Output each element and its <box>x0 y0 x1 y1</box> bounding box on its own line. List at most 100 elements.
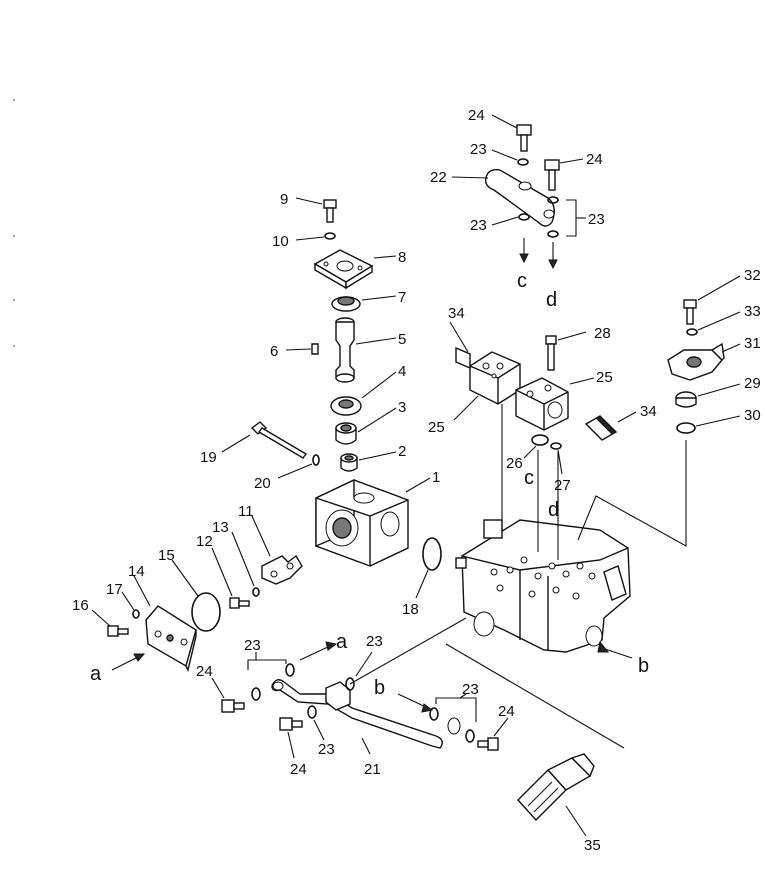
callout-33: 33 <box>744 303 761 320</box>
callout-32: 32 <box>744 267 761 284</box>
o-ring-26 <box>531 434 549 446</box>
callout-13: 13 <box>212 519 229 536</box>
plug-29 <box>675 391 697 408</box>
ref-d: d <box>548 499 559 521</box>
callout-24: 24 <box>468 107 485 124</box>
relief-valve-31 <box>667 342 725 381</box>
washer-17 <box>132 609 140 619</box>
tube-21 <box>271 679 461 749</box>
callout-31: 31 <box>744 335 761 352</box>
ref-c: c <box>524 467 534 489</box>
callout-5: 5 <box>398 331 406 348</box>
callout-2: 2 <box>398 443 406 460</box>
ref-c: c <box>517 270 527 292</box>
callout-30: 30 <box>744 407 761 424</box>
bolt-24-right <box>544 159 560 191</box>
ref-b: b <box>638 655 649 677</box>
cover-14 <box>145 605 197 673</box>
callout-34: 34 <box>448 305 465 322</box>
ref-b: b <box>374 677 385 699</box>
control-valve-body <box>455 519 631 653</box>
callout-22: 22 <box>430 169 447 186</box>
tube-22 <box>484 168 555 227</box>
callout-9: 9 <box>280 191 288 208</box>
callout-23: 23 <box>318 741 335 758</box>
callout-15: 15 <box>158 547 175 564</box>
callout-21: 21 <box>364 761 381 778</box>
o-ring-23 <box>465 729 475 743</box>
scan-dot <box>13 235 15 237</box>
ref-a: a <box>90 663 102 685</box>
o-ring-27 <box>550 442 562 450</box>
callout-6: 6 <box>270 343 278 360</box>
callout-24: 24 <box>586 151 603 168</box>
bushing-2 <box>340 453 358 472</box>
seal-7 <box>331 296 361 312</box>
callout-34: 34 <box>640 403 657 420</box>
bolt-16 <box>107 625 129 637</box>
callout-29: 29 <box>744 375 761 392</box>
bolt-24-br <box>477 737 499 751</box>
callout-24: 24 <box>498 703 515 720</box>
callout-24: 24 <box>196 663 213 680</box>
callout-28: 28 <box>594 325 611 342</box>
washer-33 <box>686 328 698 336</box>
callout-23: 23 <box>366 633 383 650</box>
bolt-9 <box>323 199 337 223</box>
callout-12: 12 <box>196 533 213 550</box>
o-ring-23 <box>429 707 439 721</box>
callout-20: 20 <box>254 475 271 492</box>
callout-23: 23 <box>470 217 487 234</box>
washer-20 <box>312 454 320 466</box>
callout-23: 23 <box>588 211 605 228</box>
o-ring-23 <box>518 213 530 221</box>
ref-d: d <box>546 289 557 311</box>
o-ring-23 <box>345 677 355 691</box>
o-ring-18 <box>422 537 442 571</box>
o-ring-23 <box>547 230 559 238</box>
callout-35: 35 <box>584 837 601 854</box>
callout-25: 25 <box>596 369 613 386</box>
sensor-35 <box>517 753 595 822</box>
case-1 <box>315 478 409 567</box>
callout-23: 23 <box>244 637 261 654</box>
callout-26: 26 <box>506 455 523 472</box>
callout-4: 4 <box>398 363 406 380</box>
o-ring-23 <box>307 705 317 719</box>
callout-24: 24 <box>290 761 307 778</box>
callout-19: 19 <box>200 449 217 466</box>
scan-dot <box>13 99 15 101</box>
callout-8: 8 <box>398 249 406 266</box>
scan-dot <box>13 299 15 301</box>
bushing-3 <box>335 422 357 445</box>
o-ring-23 <box>547 196 559 204</box>
callout-7: 7 <box>398 289 406 306</box>
bolt-24-left <box>221 699 245 713</box>
ref-a: a <box>336 631 348 653</box>
spool-5 <box>335 317 355 383</box>
block-25-left <box>455 346 521 405</box>
sensor-34 <box>584 415 618 441</box>
bolt-24-top <box>516 124 532 152</box>
callout-11: 11 <box>238 503 254 520</box>
callout-17: 17 <box>106 581 123 598</box>
callout-23: 23 <box>470 141 487 158</box>
washer-10 <box>324 232 336 240</box>
washer-13 <box>252 587 260 597</box>
plate-8 <box>313 249 374 290</box>
callout-25: 25 <box>428 419 445 436</box>
scan-dot <box>13 345 15 347</box>
pin-6 <box>311 343 319 355</box>
bolt-12 <box>229 597 250 609</box>
bolt-28 <box>545 335 557 371</box>
bolt-32 <box>683 299 697 325</box>
callout-14: 14 <box>128 563 145 580</box>
o-ring-23 <box>285 663 295 677</box>
lever-11 <box>261 554 303 585</box>
o-ring-23 <box>517 158 529 166</box>
long-bolt-19 <box>250 421 308 459</box>
bolt-24-bottom <box>279 717 303 731</box>
o-ring-23 <box>251 687 261 701</box>
bearing-4 <box>330 396 362 416</box>
